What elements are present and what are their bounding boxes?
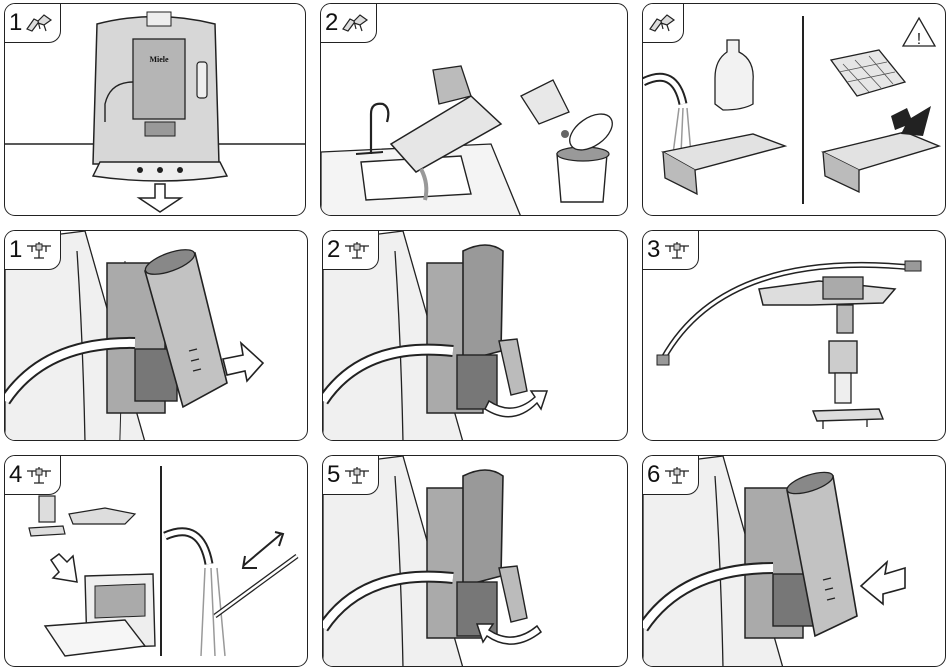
brand-label: Miele	[149, 55, 169, 64]
step-number: 6	[647, 463, 660, 487]
cleaning-cloth	[831, 50, 905, 96]
into-dishwasher-arrow	[51, 554, 77, 582]
step-number: 1	[9, 238, 22, 262]
panel-3-clean-tray: !	[642, 3, 946, 216]
push-arrow	[861, 562, 905, 604]
rotate-arrow	[477, 624, 541, 644]
milk-pipe-icon	[662, 463, 692, 487]
milk-pipe	[499, 339, 527, 395]
milk-valve-icon	[647, 11, 677, 35]
step-badge: 4	[5, 456, 61, 495]
step-badge	[643, 4, 684, 43]
milk-pipe	[499, 566, 527, 622]
step-badge: 1	[5, 231, 61, 270]
panel-5-unlock-pipe: 2	[322, 230, 628, 441]
panel-2-empty-tray: 2	[320, 3, 628, 216]
valve-head	[759, 277, 895, 333]
faucet-icon	[371, 104, 388, 154]
step-badge: 1	[5, 4, 61, 43]
coffee-machine: Miele	[93, 12, 227, 181]
move-back-forth-arrow	[243, 532, 283, 568]
waste-bin	[557, 107, 619, 202]
step-badge: 3	[643, 231, 699, 270]
detergent-bottle	[715, 40, 753, 110]
step-number: 2	[327, 238, 340, 262]
step-number: 1	[9, 11, 22, 35]
step-number: 5	[327, 463, 340, 487]
panel-8-lock-pipe: 5	[322, 455, 628, 667]
grounds-container	[521, 80, 569, 124]
step-badge: 5	[323, 456, 379, 495]
panel-1-remove-drip-tray: 1 Miele	[4, 3, 306, 216]
warning-triangle-icon: !	[903, 18, 935, 48]
step-badge: 6	[643, 456, 699, 495]
milk-pipe-icon	[342, 238, 372, 262]
dishwasher	[45, 574, 155, 656]
svg-text:!: !	[917, 31, 921, 48]
milk-pipe-icon	[24, 463, 54, 487]
step-badge: 2	[321, 4, 377, 43]
step-number: 3	[647, 238, 660, 262]
panel-6-pipe-parts: 3	[642, 230, 946, 441]
insert-arrow	[891, 106, 931, 136]
step-number: 4	[9, 463, 22, 487]
step-badge: 2	[323, 231, 379, 270]
milk-pipe-icon	[24, 238, 54, 262]
milk-valve-icon	[24, 11, 54, 35]
pipe-parts-small	[29, 496, 135, 536]
panel-9-refit-cover: 6	[642, 455, 946, 667]
milk-pipe-icon	[342, 463, 372, 487]
pull-arrow	[223, 343, 263, 381]
step-number: 2	[325, 11, 338, 35]
pipe-insert	[813, 341, 883, 429]
milk-valve-icon	[340, 11, 370, 35]
pull-out-arrow	[139, 184, 181, 212]
milk-pipe-icon	[662, 238, 692, 262]
panel-4-remove-cover: 1	[4, 230, 308, 441]
panel-7-wash-parts: 4	[4, 455, 308, 667]
